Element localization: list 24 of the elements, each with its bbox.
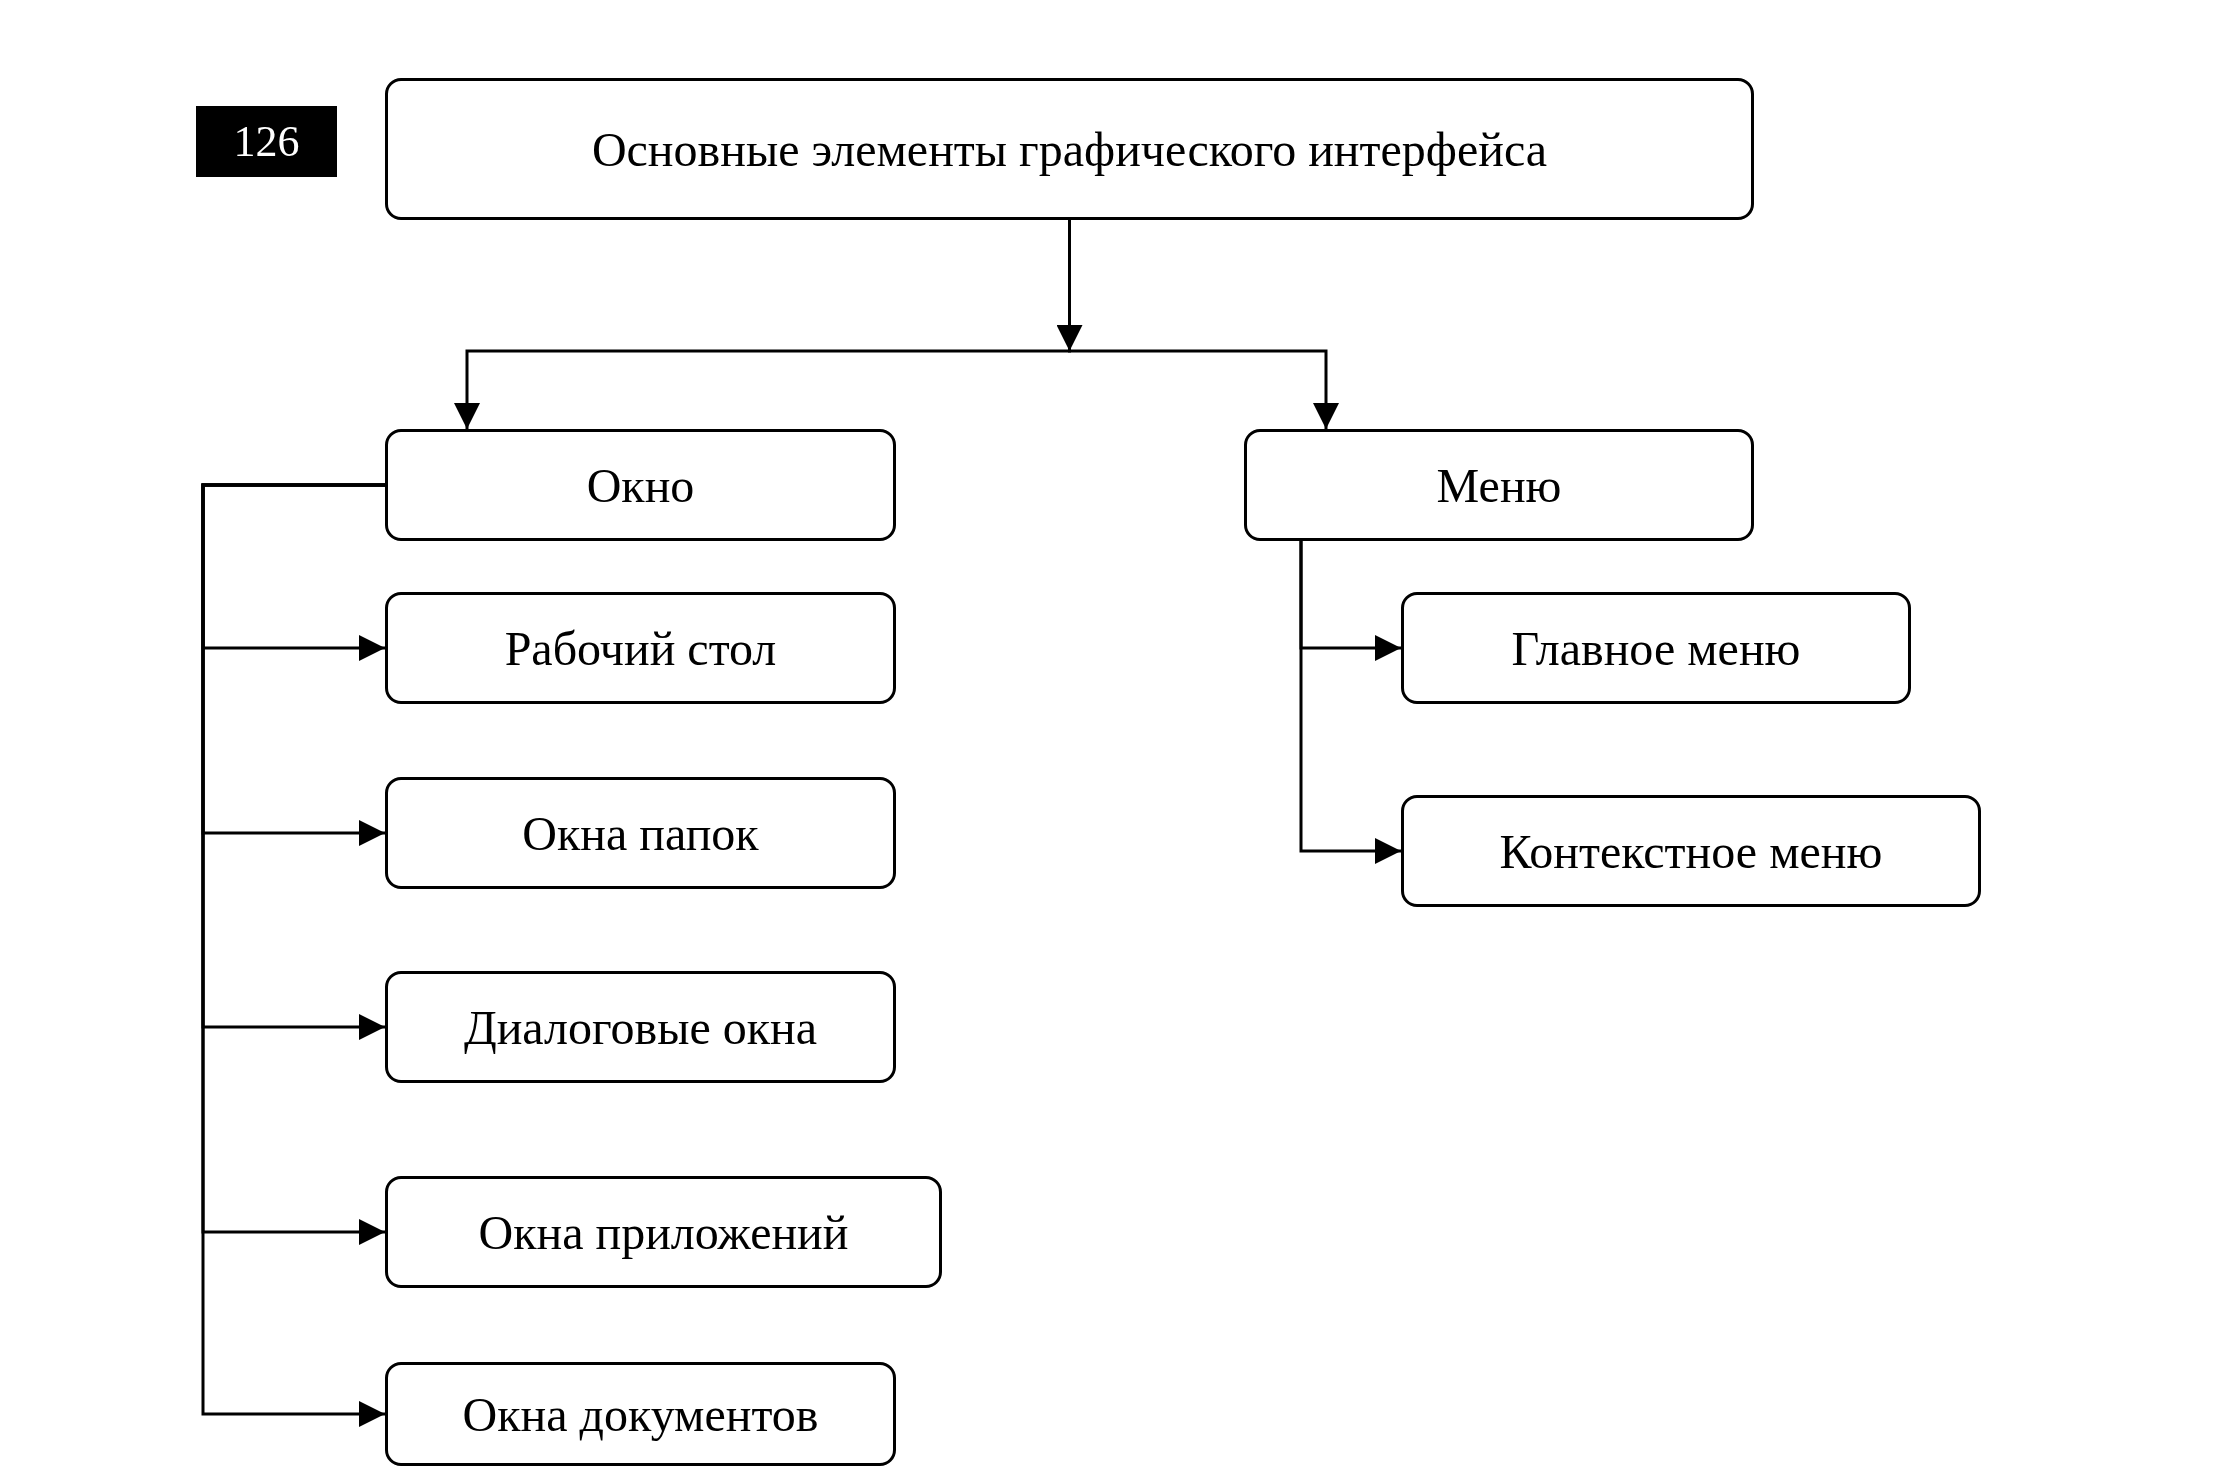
rounded-box xyxy=(385,78,1754,220)
rounded-box xyxy=(385,429,896,541)
node-label: Окна документов xyxy=(462,1386,819,1442)
node-label: Меню xyxy=(1436,457,1562,513)
rounded-box xyxy=(385,777,896,889)
node-label: Окна приложений xyxy=(478,1204,849,1260)
connector-arrow xyxy=(1299,541,1401,864)
connector-arrow xyxy=(1056,220,1083,351)
node-label: Основные элементы графического интерфейса xyxy=(591,121,1548,177)
rounded-box xyxy=(385,592,896,704)
connector-arrow xyxy=(201,483,385,1427)
rounded-box xyxy=(1401,795,1981,907)
rounded-box xyxy=(1401,592,1911,704)
task-number: 126 xyxy=(196,106,337,177)
rounded-box xyxy=(385,1362,896,1466)
node-label: Окна папок xyxy=(522,805,759,861)
rounded-box xyxy=(385,971,896,1083)
node-label: Главное меню xyxy=(1511,620,1801,676)
node-label: Контекстное меню xyxy=(1499,823,1883,879)
node-label: Окно xyxy=(586,457,695,513)
node-label: Рабочий стол xyxy=(504,620,777,676)
node-label: Диалоговые окна xyxy=(463,999,818,1055)
rounded-box xyxy=(1244,429,1754,541)
rounded-box xyxy=(385,1176,942,1288)
